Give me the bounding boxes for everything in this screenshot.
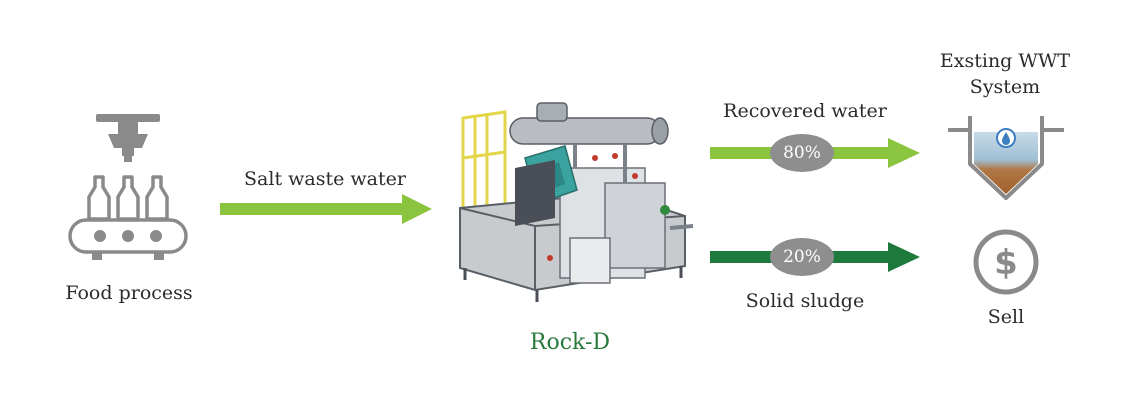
recovered-water-label: Recovered water bbox=[723, 100, 887, 122]
recovered-percentage-badge: 80% bbox=[770, 134, 834, 172]
dollar-coin-icon: $ bbox=[973, 229, 1039, 295]
salt-waste-water-arrow bbox=[220, 194, 432, 224]
wwt-system-label: Exsting WWT System bbox=[920, 48, 1090, 100]
solid-sludge-label: Solid sludge bbox=[745, 290, 865, 312]
sludge-percentage-badge: 20% bbox=[770, 238, 834, 276]
wwt-label-line1: Exsting WWT bbox=[939, 50, 1071, 72]
svg-text:$: $ bbox=[994, 243, 1018, 283]
sell-label: Sell bbox=[987, 306, 1025, 328]
food-process-label: Food process bbox=[65, 282, 193, 304]
rock-d-machine-illustration bbox=[459, 102, 694, 302]
rock-d-label: Rock-D bbox=[529, 330, 611, 355]
wwt-label-line2: System bbox=[969, 76, 1041, 98]
salt-waste-water-label: Salt waste water bbox=[244, 168, 406, 190]
conveyor-bottling-icon bbox=[68, 114, 188, 260]
wastewater-tank-icon bbox=[948, 116, 1064, 200]
